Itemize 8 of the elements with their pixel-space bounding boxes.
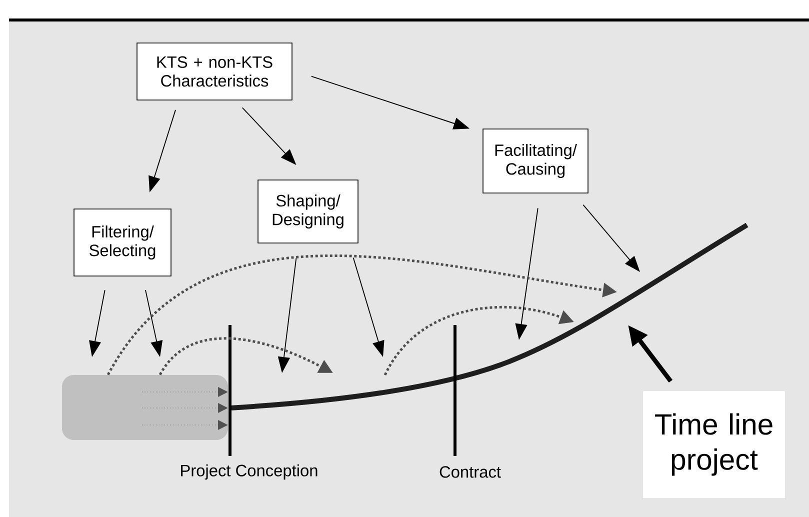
callout-box: Time line project bbox=[643, 390, 785, 498]
process-box: Filtering/ Selecting bbox=[74, 208, 172, 276]
process-box: KTS + non-KTS Characteristics bbox=[136, 42, 292, 100]
process-box: Shaping/ Designing bbox=[258, 180, 358, 244]
process-box: Facilitating/ Causing bbox=[482, 128, 588, 194]
source-box bbox=[62, 374, 228, 440]
milestone-label: Contract bbox=[440, 466, 501, 478]
milestone-label: Project Conception bbox=[181, 464, 318, 480]
